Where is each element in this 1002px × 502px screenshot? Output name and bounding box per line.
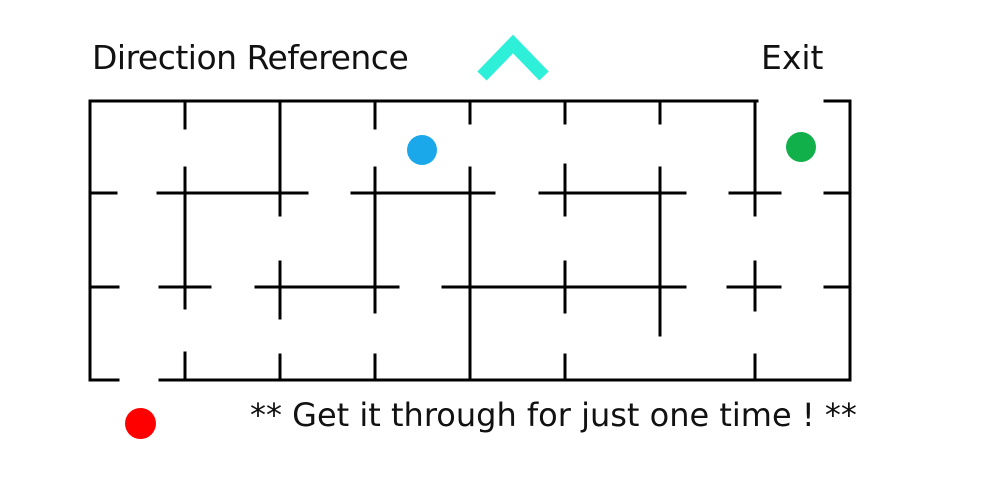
target-ball	[407, 135, 437, 165]
up-chevron-icon	[477, 34, 549, 81]
player-ball[interactable]	[125, 408, 156, 439]
exit-label: Exit	[761, 38, 824, 77]
hint-text: ** Get it through for just one time ! **	[250, 396, 857, 434]
direction-reference-label: Direction Reference	[92, 38, 409, 77]
exit-marker	[786, 132, 816, 162]
